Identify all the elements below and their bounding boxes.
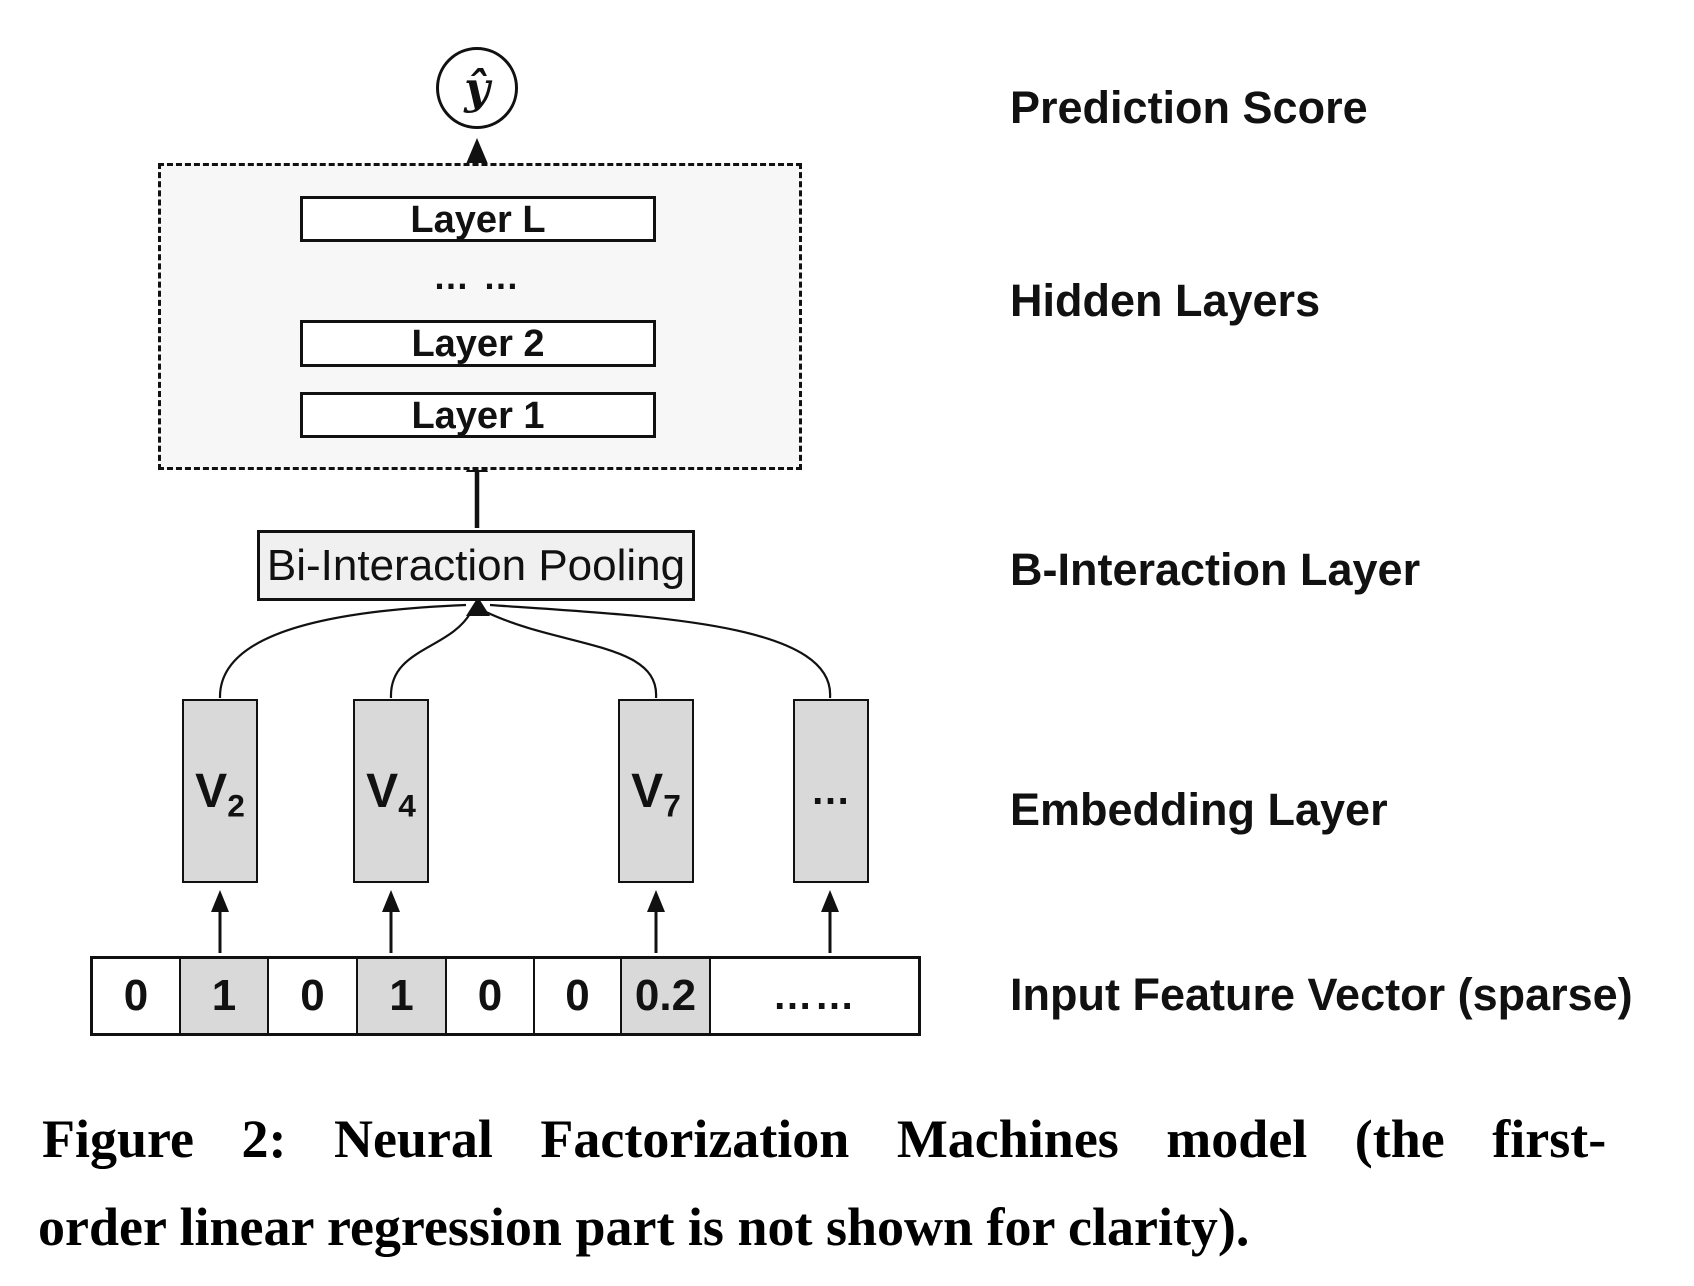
curve-emb-dots-to-pooling <box>489 603 832 699</box>
layer-L-label: Layer L <box>410 199 546 241</box>
label-b-interaction-layer: B-Interaction Layer <box>1010 544 1421 595</box>
embedding-v2-label: V2 <box>195 764 245 823</box>
figure-caption-line-2: order linear regression part is not show… <box>38 1197 1250 1257</box>
prediction-symbol: ŷ <box>464 62 490 114</box>
input-feature-vector: 0 1 0 1 0 0 0.2 …… <box>90 956 921 1036</box>
curve-v2-to-pooling <box>218 603 467 699</box>
embedding-ellipsis-label: … <box>810 768 852 813</box>
embedding-v4-label: V4 <box>366 764 416 823</box>
bi-interaction-pooling-box: Bi-Interaction Pooling <box>257 530 695 601</box>
input-cell-5: 0 <box>535 959 622 1033</box>
embedding-vector-v2: V2 <box>182 699 258 883</box>
prediction-node: ŷ <box>436 47 518 129</box>
hidden-layers-ellipsis: … … <box>432 256 521 297</box>
input-cell-4: 0 <box>447 959 535 1033</box>
curve-v4-to-pooling <box>389 611 472 699</box>
input-cell-ellipsis: …… <box>711 959 918 1033</box>
bi-interaction-pooling-label: Bi-Interaction Pooling <box>266 541 686 590</box>
input-cell-2: 0 <box>269 959 358 1033</box>
layer-2-box: Layer 2 <box>300 320 656 367</box>
input-cell-6: 0.2 <box>622 959 711 1033</box>
label-input-feature-vector: Input Feature Vector (sparse) <box>1010 969 1633 1020</box>
embedding-v7-label: V7 <box>631 764 681 823</box>
figure-caption-line-1: Figure 2: Neural Factorization Machines … <box>42 1109 1607 1169</box>
layer-1-label: Layer 1 <box>411 395 545 437</box>
input-cell-0: 0 <box>93 959 181 1033</box>
input-cell-3: 1 <box>358 959 447 1033</box>
label-hidden-layers: Hidden Layers <box>1010 275 1321 326</box>
embedding-vector-ellipsis: … <box>793 699 869 883</box>
label-embedding-layer: Embedding Layer <box>1010 784 1388 835</box>
curve-v7-to-pooling <box>485 611 658 699</box>
embedding-vector-v7: V7 <box>618 699 694 883</box>
layer-2-label: Layer 2 <box>411 323 545 365</box>
layer-1-box: Layer 1 <box>300 392 656 438</box>
embedding-vector-v4: V4 <box>353 699 429 883</box>
label-prediction-score: Prediction Score <box>1010 82 1368 133</box>
layer-L-box: Layer L <box>300 196 656 242</box>
input-cell-1: 1 <box>181 959 269 1033</box>
